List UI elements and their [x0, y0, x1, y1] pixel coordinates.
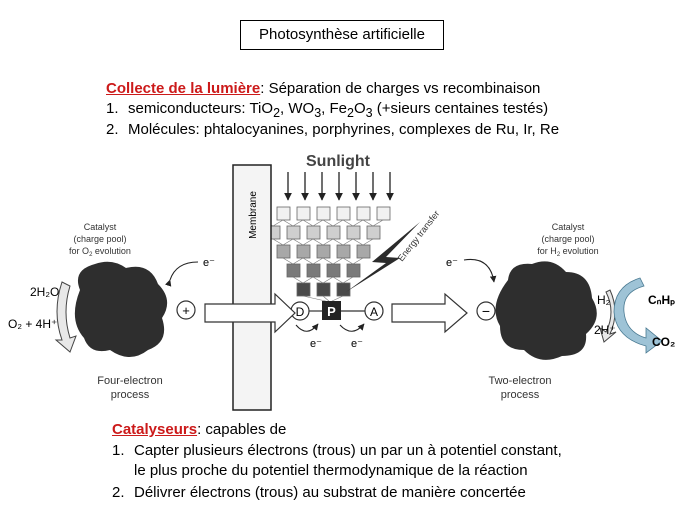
subscript: 2 [273, 106, 281, 120]
light-item-1: 1.semiconducteurs: TiO2, WO3, Fe2O3 (+si… [106, 100, 548, 120]
right-catalyst-label: for H2 evolution [537, 246, 598, 258]
catalyst-item-2: 2. Délivrer électrons (trous) au substrat… [112, 484, 526, 501]
photo-unit [322, 301, 341, 320]
subscript: 3 [365, 106, 373, 120]
left-catalyst-label: for O2 evolution [69, 246, 131, 258]
light-heading-line: Collecte de la lumière: Séparation de ch… [106, 80, 540, 97]
catalyst-item-1: 1. Capter plusieurs électrons (trous) un … [112, 442, 562, 459]
item-text: (+sieurs centaines testés) [372, 100, 549, 117]
right-electron-arrow [463, 258, 497, 283]
item-text: , WO [280, 100, 315, 117]
electron-arrow-dp [295, 323, 319, 332]
acceptor-label: A [370, 305, 378, 319]
acceptor-circle [364, 301, 384, 321]
subscript: 2 [346, 106, 354, 120]
item-number: 2. [106, 121, 119, 138]
item-text: le plus proche du potentiel thermodynami… [134, 462, 528, 479]
item-text: semiconducteurs: TiO [128, 100, 274, 117]
electron-pool-circle [476, 301, 496, 321]
light-heading: Collecte de la lumière [106, 80, 261, 97]
left-catalyst-blob [74, 261, 168, 357]
left-process-label: process [111, 389, 150, 401]
item-number: 2. [112, 484, 125, 501]
item-text: , Fe [321, 100, 347, 117]
right-electron-label: e⁻ [446, 257, 458, 269]
h2o-label: 2H₂O [30, 285, 59, 299]
light-item-2: 2. Molécules: phtalocyanines, porphyrines… [106, 121, 559, 138]
energy-transfer-bolt [346, 222, 420, 292]
catalyst-heading-line: Catalyseurs: capables de [112, 421, 286, 438]
left-catalyst-label: Catalyst [84, 222, 117, 232]
right-catalyst-label: Catalyst [552, 222, 585, 232]
electron-label: e⁻ [351, 338, 363, 350]
hole-circle [176, 300, 196, 320]
item-number: 1. [106, 100, 119, 117]
photo-label: P [327, 304, 336, 319]
catalyst-item-1-cont: le plus proche du potentiel thermodynami… [112, 462, 528, 479]
sunlight-arrows [284, 172, 394, 201]
h2-label: H₂ [597, 293, 611, 307]
transfer-arrow-left [204, 292, 296, 334]
donor-label: D [296, 305, 305, 319]
subscript: 3 [314, 106, 322, 120]
h-plus-label: 2H⁺ [594, 323, 616, 337]
light-heading-rest: : Séparation de charges vs recombinaison [260, 80, 541, 97]
right-catalyst-blob [495, 261, 597, 360]
hole-label: + [182, 303, 190, 318]
cnhp-label: CₙHₚ [648, 293, 675, 307]
electron-pool-label: − [482, 303, 490, 319]
left-electron-arrow [164, 261, 199, 287]
right-catalyst-label: (charge pool) [541, 234, 594, 244]
electron-arrow-pa [339, 323, 365, 332]
left-cycle-arrow [54, 281, 77, 353]
left-electron-label: e⁻ [203, 257, 215, 269]
item-text: Capter plusieurs électrons (trous) un pa… [134, 442, 562, 459]
left-catalyst-label: (charge pool) [73, 234, 126, 244]
electron-label: e⁻ [310, 338, 322, 350]
membrane [232, 164, 272, 411]
right-cycle-arrow [599, 289, 617, 343]
sunlight-label: Sunlight [306, 153, 371, 170]
membrane-label: Membrane [248, 191, 259, 239]
right-process-label: Two-electron [489, 375, 552, 387]
carbon-cycle-arrow [613, 277, 663, 354]
o2-label: O₂ + 4H⁺ [8, 317, 57, 331]
co2-label: CO₂ [652, 335, 675, 349]
page-title: Photosynthèse artificielle [240, 20, 444, 50]
right-process-label: process [501, 389, 540, 401]
transfer-arrow-right [391, 292, 468, 334]
item-number: 1. [112, 442, 125, 459]
item-text: Délivrer électrons (trous) au substrat d… [134, 484, 526, 501]
energy-transfer-label: Energy transfer [396, 209, 442, 264]
left-process-label: Four-electron [97, 375, 162, 387]
item-text: Molécules: phtalocyanines, porphyrines, … [128, 121, 560, 138]
item-text: O [353, 100, 366, 117]
catalyst-heading: Catalyseurs [112, 421, 198, 438]
catalyst-heading-rest: : capables de [197, 421, 287, 438]
antenna-links [262, 219, 384, 303]
